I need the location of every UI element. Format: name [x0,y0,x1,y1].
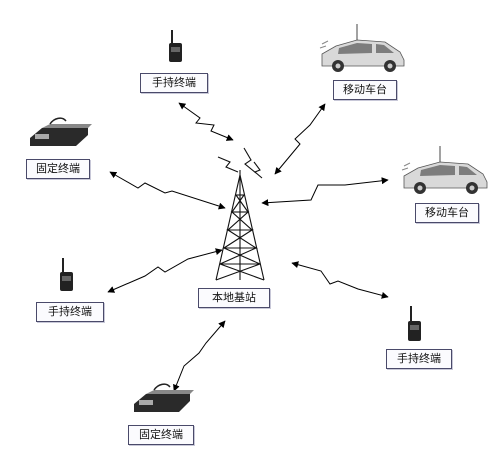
label-handheld-top: 手持终端 [140,73,208,93]
link-handheld-right [291,261,389,299]
label-handheld-left: 手持终端 [36,302,104,322]
label-fixed-bottom: 固定终端 [128,425,194,445]
label-vehicle-right: 移动车台 [415,203,479,223]
link-fixed-bottom [173,320,226,392]
desktop-radio-icon [30,117,92,146]
link-vehicle-right [261,177,389,207]
walkie-talkie-icon [169,30,182,62]
walkie-talkie-icon [60,258,73,291]
label-handheld-right: 手持终端 [386,349,452,369]
car-icon [401,146,488,194]
desktop-radio-icon [134,383,194,412]
radio-tower-icon [215,147,265,281]
car-icon [319,24,405,72]
link-handheld-top [178,102,234,141]
label-fixed-left: 固定终端 [26,159,90,179]
label-vehicle-top: 移动车台 [333,80,397,100]
link-handheld-left [107,248,223,293]
link-vehicle-top [274,103,326,175]
walkie-talkie-icon [408,306,421,341]
label-base-station: 本地基站 [198,288,270,308]
link-fixed-left [109,171,226,210]
